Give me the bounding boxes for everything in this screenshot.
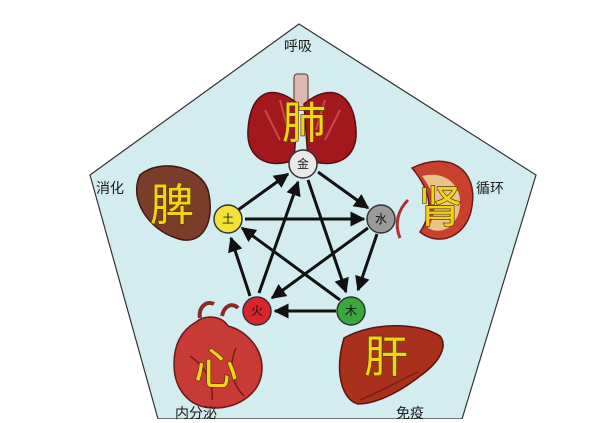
arrow-water-to-wood: [355, 233, 379, 292]
generating-cycle-arrows: [228, 170, 379, 319]
element-node-water: 水: [366, 204, 396, 234]
heart-illustration: 心: [173, 301, 263, 409]
organ-spleen-char: 脾: [150, 180, 194, 231]
organ-heart-char: 心: [194, 344, 238, 395]
controlling-cycle-arrows: [240, 179, 369, 302]
element-node-earth: 土: [213, 204, 243, 234]
arrow-metal-to-wood: [306, 179, 349, 294]
element-wood-label: 木: [345, 304, 357, 318]
element-water-label: 水: [375, 212, 387, 226]
label-endocrine: 内分泌: [175, 406, 217, 422]
arrow-fire-to-earth: [228, 236, 252, 297]
kidney-illustration: 肾: [395, 160, 474, 240]
spleen-illustration: 脾: [135, 165, 211, 241]
element-fire-label: 火: [251, 304, 263, 318]
organ-lung-char: 肺: [282, 98, 326, 149]
element-metal-label: 金: [297, 156, 309, 171]
arrow-earth-to-metal: [237, 172, 290, 212]
element-node-wood: 木: [336, 296, 366, 326]
organ-kidney-char: 肾: [418, 182, 462, 233]
arrow-water-to-fire: [270, 226, 369, 300]
lung-illustration: 肺: [247, 73, 357, 165]
liver-illustration: 肝: [338, 325, 444, 405]
label-immunity: 免疫: [396, 406, 424, 422]
label-circulation: 循环: [476, 181, 504, 197]
arrow-metal-to-water: [317, 170, 370, 210]
label-respiration: 呼吸: [284, 39, 312, 55]
organ-liver-char: 肝: [364, 332, 408, 383]
element-node-fire: 火: [242, 296, 272, 326]
label-digestion: 消化: [96, 181, 124, 197]
element-node-metal: 金: [288, 149, 318, 179]
element-earth-label: 土: [222, 212, 234, 226]
arrow-fire-to-metal: [257, 180, 301, 294]
arrow-wood-to-earth: [240, 226, 341, 302]
